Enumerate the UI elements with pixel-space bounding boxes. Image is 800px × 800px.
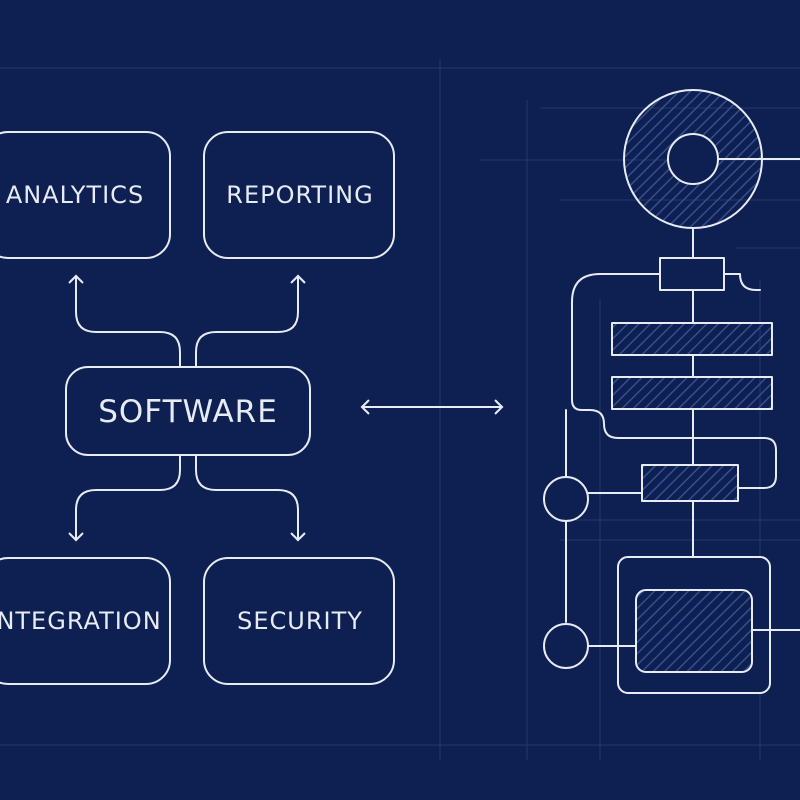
analytics-node-box xyxy=(0,131,171,259)
arrow-to-analytics xyxy=(68,274,181,368)
junction-box-top xyxy=(659,257,725,291)
software-mindmap xyxy=(0,131,395,685)
analytics-label: ANALYTICS xyxy=(6,181,144,209)
reporting-label: REPORTING xyxy=(226,181,373,209)
security-node-box xyxy=(203,557,395,685)
bus-bar-upper xyxy=(611,322,773,356)
bus-bar-lower xyxy=(611,376,773,410)
blueprint-schematic xyxy=(543,89,800,694)
node-labels: ANALYTICS REPORTING SOFTWARE INTEGRATION… xyxy=(0,181,373,635)
routing-wire-top xyxy=(723,273,761,291)
arrow-to-integration xyxy=(68,454,181,542)
arrow-to-security xyxy=(195,454,306,542)
connector-node-icon xyxy=(641,464,739,502)
chip-icon xyxy=(617,556,800,694)
arrow-to-reporting xyxy=(195,274,306,368)
reporting-node-box xyxy=(203,131,395,259)
software-node-box xyxy=(65,366,311,456)
software-label: SOFTWARE xyxy=(98,394,278,430)
integration-label: INTEGRATION xyxy=(0,607,162,635)
gear-ring-icon xyxy=(623,89,800,229)
integration-node-box xyxy=(0,557,171,685)
security-label: SECURITY xyxy=(237,607,363,635)
routing-wire-right xyxy=(571,273,777,489)
